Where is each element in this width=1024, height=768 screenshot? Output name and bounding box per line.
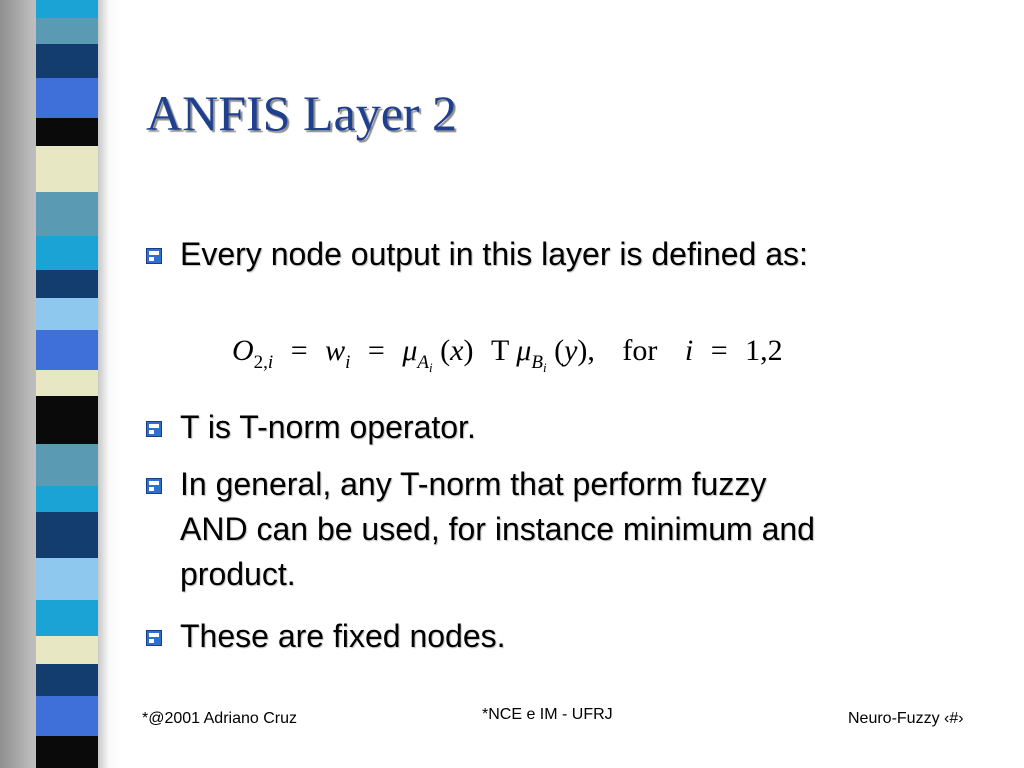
bullet-item-1: Every node output in this layer is defin… [146, 232, 808, 277]
formula-range: 1,2 [745, 334, 783, 367]
formula-O-sub-i: i [267, 352, 274, 373]
checkbox-square-icon [146, 630, 162, 646]
bullet-item-3: In general, any T-norm that perform fuzz… [146, 462, 815, 597]
formula-paren1: ( [440, 334, 451, 367]
checkbox-square-icon [146, 248, 162, 264]
formula-A-sub: i [429, 360, 433, 375]
formula-for: for [622, 334, 658, 367]
formula-B-sub: i [542, 360, 547, 375]
stripe-decoration [36, 0, 98, 768]
bullet-text-1: Every node output in this layer is defin… [180, 236, 808, 272]
bullet-item-4: These are fixed nodes. [146, 614, 506, 659]
formula-y: y [564, 334, 578, 367]
formula-mu2: μ [516, 334, 532, 367]
formula-mu1: μ [402, 334, 418, 367]
slide-title: ANFIS Layer 2 [146, 85, 458, 141]
formula-paren2-close: ), [577, 334, 595, 367]
footer-right: Neuro-Fuzzy ‹#› [848, 710, 964, 727]
formula-B: B [531, 352, 543, 373]
bullet-text-4: These are fixed nodes. [180, 618, 506, 654]
checkbox-square-icon [146, 421, 162, 437]
footer-left: *@2001 Adriano Cruz [142, 710, 297, 727]
formula-x: x [450, 334, 464, 367]
stripe-shadow [98, 0, 108, 768]
bullet-text-2: T is T-norm operator. [180, 409, 476, 445]
formula-O: O [232, 334, 254, 367]
bullet-text-3: In general, any T-norm that perform fuzz… [180, 466, 815, 592]
formula-O-sub: 2, [253, 352, 268, 373]
formula-T: T [490, 334, 509, 367]
formula-eq1: = [290, 334, 308, 367]
formula: O2,i = wi = μAi (x) T μBi (y), for i = 1… [232, 326, 783, 393]
formula-eq2: = [367, 334, 385, 367]
bullet-item-2: T is T-norm operator. [146, 405, 476, 450]
formula-i: i [684, 334, 694, 367]
formula-A: A [417, 352, 430, 373]
footer-center: *NCE e IM - UFRJ [482, 706, 613, 723]
formula-eq3: = [710, 334, 728, 367]
checkbox-square-icon [146, 478, 162, 494]
formula-paren1-close: ) [463, 334, 474, 367]
formula-w: w [325, 334, 346, 367]
formula-paren2: ( [554, 334, 565, 367]
formula-w-sub: i [345, 352, 351, 373]
